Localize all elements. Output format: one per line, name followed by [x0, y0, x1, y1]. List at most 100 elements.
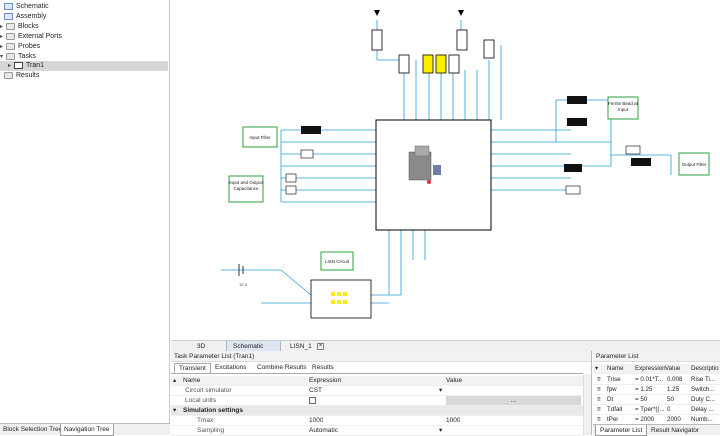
inductor-component[interactable] — [567, 118, 587, 126]
close-icon[interactable]: × — [317, 343, 324, 350]
tab-lisn[interactable]: LISN_1 — [290, 343, 312, 350]
capacitance-box[interactable] — [228, 175, 264, 203]
lisn-yellow-parts — [331, 292, 347, 304]
column-header-value[interactable]: Value — [446, 377, 463, 384]
tree-label: External Ports — [18, 33, 62, 40]
chevron-right-icon[interactable]: ▸ — [8, 63, 12, 69]
resistor-component[interactable] — [565, 185, 581, 195]
assembly-icon — [4, 12, 13, 20]
parameter-panel-tabs: Parameter List Result Navigator — [593, 424, 720, 436]
tree-item-tran1[interactable]: ▸Tran1 — [0, 61, 168, 71]
tab-block-selection-tree[interactable]: Block Selection Tree — [3, 426, 63, 433]
tab-combine-results[interactable]: Combine Results — [257, 364, 307, 371]
table-row[interactable]: Tmax 1000 1000 — [171, 416, 583, 426]
tab-results[interactable]: Results — [312, 364, 334, 371]
table-row[interactable]: Circuit simulator CST ▾ — [171, 386, 583, 396]
inductor-component[interactable] — [631, 158, 651, 166]
lisn-block[interactable] — [310, 279, 372, 319]
panel-title: Parameter List — [593, 351, 720, 362]
table-row[interactable]: Local units ... — [171, 396, 583, 406]
battery-icon[interactable] — [238, 264, 244, 276]
ferrite-bead-box[interactable] — [607, 96, 639, 120]
tree-item-assembly[interactable]: Assembly — [4, 12, 46, 22]
resistor-component[interactable] — [398, 54, 410, 74]
section-header[interactable]: ▾ Simulation settings — [171, 406, 583, 416]
tab-result-navigator[interactable]: Result Navigator — [651, 427, 700, 434]
param-expression[interactable]: = 2000 — [635, 416, 655, 423]
chevron-down-icon[interactable]: ▾ — [439, 427, 443, 434]
tree-item-schematic[interactable]: Schematic — [4, 2, 49, 12]
tab-3d[interactable]: 3D — [197, 343, 206, 350]
row-name: Sampling — [197, 427, 225, 434]
tree-label: Tasks — [18, 53, 36, 60]
chevron-down-icon[interactable]: ▾ — [439, 387, 443, 394]
tree-item-probes[interactable]: ▸Probes — [0, 42, 40, 52]
table-row[interactable]: ≡ Dt = 50 50 Duty C... — [593, 395, 720, 405]
ferrite-bead-component[interactable] — [567, 96, 587, 104]
value-browse-button[interactable]: ... — [446, 396, 581, 405]
inductor-component[interactable] — [301, 126, 321, 134]
panel-title: Task Parameter List (Tran1) — [171, 351, 591, 362]
param-name: Dt — [607, 396, 614, 403]
param-expression[interactable]: = Tper*((... — [635, 406, 665, 413]
resistor-component[interactable] — [483, 39, 495, 59]
column-header-name[interactable]: Name — [607, 365, 624, 372]
tree-item-results[interactable]: Results — [4, 71, 39, 81]
output-filter-box[interactable] — [678, 152, 710, 176]
param-icon: ≡ — [597, 396, 601, 403]
row-name: Circuit simulator — [185, 387, 232, 394]
param-expression[interactable]: = 1.25 — [635, 386, 653, 393]
sort-icon[interactable]: ▴ — [173, 377, 177, 384]
tab-transient[interactable]: Transient — [174, 363, 211, 373]
chevron-down-icon[interactable]: ▾ — [173, 407, 177, 414]
tab-parameter-list[interactable]: Parameter List — [595, 425, 648, 436]
tab-navigation-tree[interactable]: Navigation Tree — [60, 424, 114, 436]
resistor-component[interactable] — [448, 54, 460, 74]
component-3d-icon[interactable] — [408, 145, 441, 184]
table-row[interactable]: ≡ Trise = 0.01*T... 0.008 Rise Ti... — [593, 375, 720, 385]
tree-item-blocks[interactable]: ▸Blocks — [0, 22, 39, 32]
circuit-simulator-select[interactable]: CST — [309, 387, 322, 394]
resistor-component[interactable] — [456, 29, 468, 51]
tree-item-tasks[interactable]: ▾ Tasks — [0, 52, 36, 62]
schematic-canvas[interactable]: 12 V Input Filter Input and Output Capac… — [171, 0, 720, 340]
param-value: 1.25 — [667, 386, 680, 393]
table-row[interactable]: ≡ fpw = 1.25 1.25 Switch... — [593, 385, 720, 395]
column-header-description[interactable]: Descriptio — [691, 365, 719, 372]
inductor-component[interactable] — [564, 164, 582, 172]
yellow-component[interactable] — [435, 54, 447, 74]
table-row[interactable]: ≡ Tdfall = Tper*((... 0 Delay ... — [593, 405, 720, 415]
sort-icon[interactable]: ▾ — [595, 365, 599, 372]
chevron-right-icon[interactable]: ▸ — [0, 44, 4, 50]
lisn-circuit-box[interactable] — [320, 251, 354, 271]
param-icon: ≡ — [597, 376, 601, 383]
scrollbar[interactable] — [583, 374, 591, 435]
column-header-expression[interactable]: Expression — [635, 365, 666, 372]
param-expression[interactable]: = 50 — [635, 396, 648, 403]
capacitor-component[interactable] — [285, 185, 297, 195]
capacitor-component[interactable] — [285, 173, 297, 183]
tmax-expression[interactable]: 1000 — [309, 417, 324, 424]
capacitor-component[interactable] — [300, 149, 314, 159]
local-units-checkbox[interactable] — [309, 397, 316, 404]
capacitor-component[interactable] — [625, 145, 641, 155]
sampling-select[interactable]: Automatic — [309, 427, 338, 434]
column-header-value[interactable]: Value — [665, 365, 681, 372]
yellow-component[interactable] — [422, 54, 434, 74]
param-expression[interactable]: = 0.01*T... — [635, 376, 664, 383]
input-filter-box[interactable] — [242, 126, 278, 148]
chevron-right-icon[interactable]: ▸ — [0, 34, 4, 40]
param-value: 2000 — [667, 416, 681, 423]
column-header-name[interactable]: Name — [183, 377, 201, 384]
tab-excitations[interactable]: Excitations — [215, 364, 247, 371]
tree-item-external-ports[interactable]: ▸ External Ports — [0, 32, 62, 42]
task-parameter-panel: Task Parameter List (Tran1) Transient Ex… — [171, 351, 592, 436]
table-row[interactable]: Sampling Automatic ▾ — [171, 426, 583, 436]
transient-task-icon — [14, 61, 23, 69]
resistor-component[interactable] — [371, 29, 383, 51]
param-description: Rise Ti... — [691, 376, 716, 383]
column-header-expression[interactable]: Expression — [309, 377, 342, 384]
chevron-down-icon[interactable]: ▾ — [0, 54, 4, 60]
capacitance-label: Input and Output Capacitance — [229, 180, 263, 191]
chevron-right-icon[interactable]: ▸ — [0, 24, 4, 30]
